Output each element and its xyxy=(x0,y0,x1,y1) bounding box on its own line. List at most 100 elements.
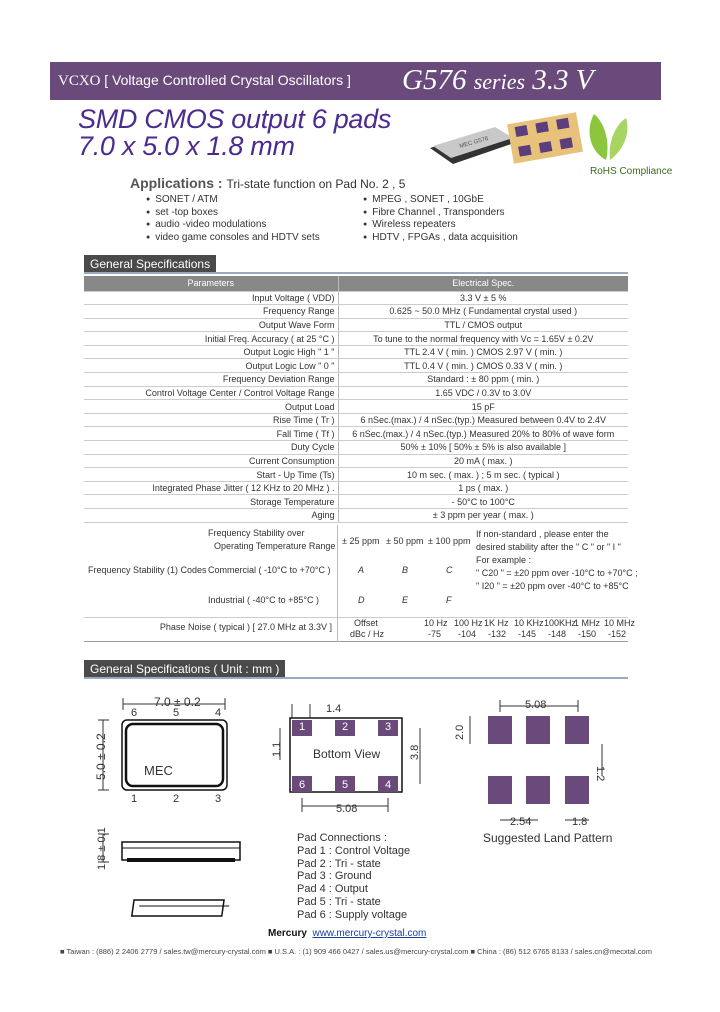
table-row: Rise Time ( Tr )6 nSec.(max.) / 4 nSec.(… xyxy=(84,413,628,428)
divider xyxy=(84,272,628,274)
spec-cell: TTL / CMOS output xyxy=(338,318,628,333)
param-cell: Control Voltage Center / Control Voltage… xyxy=(84,386,339,401)
list-item: MPEG , SONET , 10GbE xyxy=(363,194,518,207)
land-pattern-label: Suggested Land Pattern xyxy=(483,831,613,845)
industrial-label: Industrial ( -40°C to +85°C ) xyxy=(208,595,319,605)
phase-noise-value: -145 xyxy=(518,629,537,639)
spec-cell: 15 pF xyxy=(338,399,628,414)
land-dim-1: 5.08 xyxy=(525,699,547,711)
bottom-view-label: Bottom View xyxy=(313,747,381,761)
product-photo: MEC G576 xyxy=(430,112,583,164)
phase-noise-block: Phase Noise ( typical ) [ 27.0 MHz at 3.… xyxy=(84,618,635,642)
param-cell: Rise Time ( Tr ) xyxy=(84,413,339,428)
phase-noise-value: -148 xyxy=(548,629,567,639)
pad-connections: Pad Connections : Pad 1 : Control Voltag… xyxy=(297,832,410,922)
spec-cell: ± 3 ppm per year ( max. ) xyxy=(338,508,628,523)
pin-5-label: 5 xyxy=(173,707,180,719)
code-e: E xyxy=(402,595,409,605)
table-header-row: Parameters Electrical Spec. xyxy=(84,276,628,292)
spec-cell: 0.625 ~ 50.0 MHz ( Fundamental crystal u… xyxy=(338,304,628,319)
table-row: Integrated Phase Jitter ( 12 KHz to 20 M… xyxy=(84,481,628,496)
applications-list-right: MPEG , SONET , 10GbE Fibre Channel , Tra… xyxy=(363,194,518,244)
phase-noise-value: -104 xyxy=(458,629,477,639)
pin-1-label: 1 xyxy=(131,793,138,805)
param-cell: Aging xyxy=(84,508,339,523)
param-cell: Output Logic Low " 0 " xyxy=(84,358,339,374)
spec-cell: 1 ps ( max. ) xyxy=(338,481,628,496)
table-row: Storage Temperature- 50°C to 100°C xyxy=(84,494,628,509)
category-title: VCXO [ Voltage Controlled Crystal Oscill… xyxy=(58,72,351,89)
bottom-pin-3: 3 xyxy=(385,721,392,733)
top-width-dim: 7.0 ± 0.2 xyxy=(154,695,201,709)
model-title: G576 series 3.3 V xyxy=(402,64,594,96)
param-cell: Frequency Range xyxy=(84,304,339,319)
stability-col-100: ± 100 ppm xyxy=(428,536,471,546)
pad-item: Pad 4 : Output xyxy=(297,883,368,896)
pad-item: Pad 1 : Control Voltage xyxy=(297,844,411,857)
dimensions-heading: General Specifications ( Unit : mm ) xyxy=(84,660,286,678)
table-row: Start - Up Time (Ts)10 m sec. ( max. ) ;… xyxy=(84,467,628,482)
stability-col-25: ± 25 ppm xyxy=(342,536,380,546)
table-row: Input Voltage ( VDD)3.3 V ± 5 % xyxy=(84,291,628,306)
bottom-dim-4: 5.08 xyxy=(336,803,358,815)
applications-list-left: SONET / ATM set -top boxes audio -video … xyxy=(146,194,320,244)
bottom-pin-4: 4 xyxy=(385,779,392,791)
phase-noise-offset: 10 KHz xyxy=(514,618,544,628)
list-item: video game consoles and HDTV sets xyxy=(146,232,320,245)
pin-2-label: 2 xyxy=(173,793,180,805)
code-c: C xyxy=(446,565,453,575)
bottom-dim-3: 3.8 xyxy=(409,744,421,760)
website-link[interactable]: www.mercury-crystal.com xyxy=(312,928,427,939)
bottom-pin-5: 5 xyxy=(342,779,349,791)
table-row: Control Voltage Center / Control Voltage… xyxy=(84,386,628,401)
bottom-dim-1: 1.4 xyxy=(326,703,342,715)
phase-noise-offset: 10 Hz xyxy=(424,618,448,628)
land-dim-4: 2.54 xyxy=(510,816,532,828)
param-cell: Current Consumption xyxy=(84,454,339,469)
code-f: F xyxy=(446,595,452,605)
divider xyxy=(84,677,628,679)
pad-item: Pad 2 : Tri - state xyxy=(297,857,381,870)
param-cell: Output Wave Form xyxy=(84,318,339,333)
phase-noise-offset: 1 MHz xyxy=(574,618,601,628)
param-cell: Duty Cycle xyxy=(84,440,339,455)
footer-brand: Mercury www.mercury-crystal.com xyxy=(268,928,427,939)
spec-cell: 1.65 VDC / 0.3V to 3.0V xyxy=(338,386,628,401)
param-cell: Integrated Phase Jitter ( 12 KHz to 20 M… xyxy=(84,481,339,496)
pad-connections-heading: Pad Connections : xyxy=(297,832,387,844)
table-row: Fall Time ( Tf )6 nSec.(max.) / 4 nSec.(… xyxy=(84,426,628,442)
param-cell: Output Logic High " 1 " xyxy=(84,345,339,360)
pin-4-label: 4 xyxy=(215,707,222,719)
phase-noise-value: -152 xyxy=(608,629,627,639)
footer-contacts: ■ Taiwan : (886) 2 2406 2779 / sales.tw@… xyxy=(60,947,652,956)
spec-cell: 6 nSec.(max.) / 4 nSec.(typ.) Measured 2… xyxy=(338,426,628,442)
rohs-leaf-icon xyxy=(589,114,628,160)
header-electrical-spec: Electrical Spec. xyxy=(338,276,628,292)
rohs-label: RoHS Compliance xyxy=(590,166,673,177)
param-cell: Fall Time ( Tf ) xyxy=(84,426,339,442)
stability-col-50: ± 50 ppm xyxy=(386,536,424,546)
spec-cell: To tune to the normal frequency with Vc … xyxy=(338,331,628,346)
bottom-dim-2: 1.1 xyxy=(271,741,283,757)
title-banner: VCXO [ Voltage Controlled Crystal Oscill… xyxy=(50,62,661,100)
height-dim: 1.8 ± 0.1 xyxy=(96,827,108,870)
phase-noise-value: -75 xyxy=(428,629,442,639)
spec-table: Parameters Electrical Spec. Input Voltag… xyxy=(84,276,628,523)
list-item: set -top boxes xyxy=(146,207,320,220)
spec-cell: 20 mA ( max. ) xyxy=(338,454,628,469)
general-spec-heading: General Specifications xyxy=(84,255,217,273)
stability-block: Frequency Stability (1) Codes Frequency … xyxy=(84,525,638,618)
param-cell: Frequency Deviation Range xyxy=(84,372,339,387)
phase-noise-offset: 100 Hz xyxy=(454,618,483,628)
spec-cell: TTL 0.4 V ( min. ) CMOS 0.33 V ( min. ) xyxy=(338,358,628,374)
applications-heading: Applications : Tri-state function on Pad… xyxy=(130,175,406,191)
list-item: audio -video modulations xyxy=(146,219,320,232)
stability-over-label-2: Operating Temperature Range xyxy=(214,541,336,551)
code-a: A xyxy=(358,565,365,575)
pin-6-label: 6 xyxy=(131,707,138,719)
spec-cell: 50% ± 10% [ 50% ± 5% is also available ] xyxy=(338,440,628,455)
